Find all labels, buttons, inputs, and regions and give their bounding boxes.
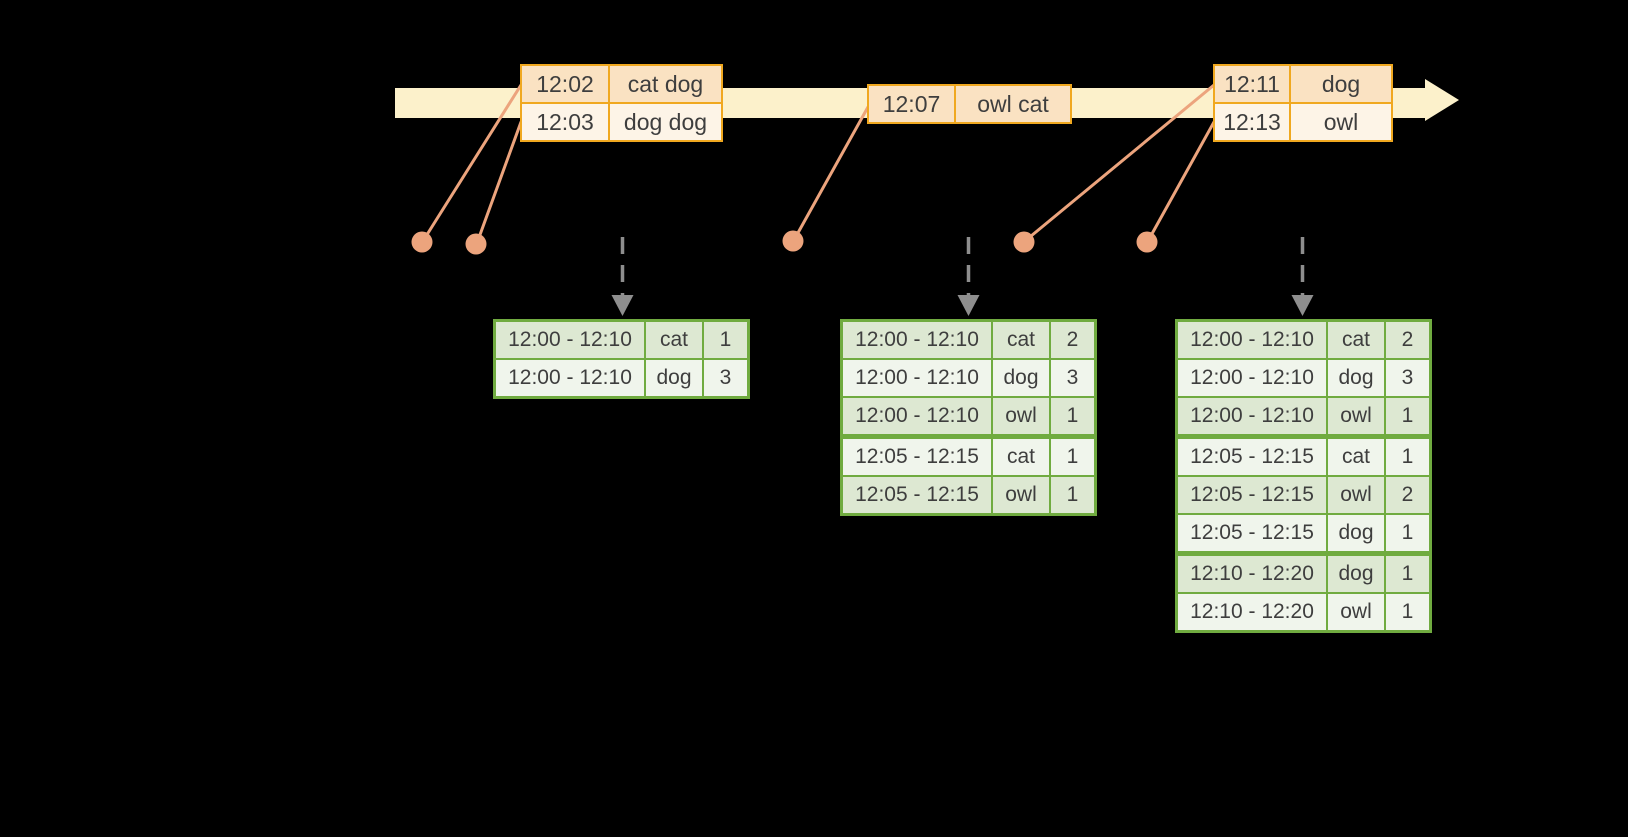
event-time-cell: 12:02 [522, 66, 608, 102]
event-time-cell: 12:13 [1215, 104, 1289, 140]
result-window-cell: 12:00 - 12:10 [843, 398, 991, 434]
result-window-cell: 12:00 - 12:10 [843, 322, 991, 358]
event-dot [782, 230, 804, 252]
result-count-cell: 1 [1386, 439, 1429, 475]
result-window-cell: 12:00 - 12:10 [1178, 322, 1326, 358]
result-word-cell: dog [993, 360, 1049, 396]
result-count-cell: 2 [1386, 477, 1429, 513]
result-count-cell: 1 [1051, 398, 1094, 434]
event-time-cell: 12:03 [522, 104, 608, 140]
result-window-cell: 12:10 - 12:20 [1178, 556, 1326, 592]
result-count-cell: 2 [1051, 322, 1094, 358]
event-dot [411, 231, 433, 253]
event-time-cell: 12:07 [869, 86, 954, 122]
event-words-cell: owl [1291, 104, 1391, 140]
event-words-cell: cat dog [610, 66, 721, 102]
result-count-cell: 1 [1386, 556, 1429, 592]
event-words-cell: dog [1291, 66, 1391, 102]
result-word-cell: dog [1328, 360, 1384, 396]
event-dot [1136, 231, 1158, 253]
connector-line [792, 105, 870, 242]
result-count-cell: 1 [1386, 594, 1429, 630]
result-window-cell: 12:05 - 12:15 [843, 439, 991, 475]
result-window-cell: 12:00 - 12:10 [1178, 398, 1326, 434]
result-word-cell: dog [646, 360, 702, 396]
result-window-cell: 12:00 - 12:10 [843, 360, 991, 396]
result-window-cell: 12:10 - 12:20 [1178, 594, 1326, 630]
result-window-cell: 12:05 - 12:15 [1178, 439, 1326, 475]
result-word-cell: owl [1328, 594, 1384, 630]
result-count-cell: 2 [1386, 322, 1429, 358]
emit-arrowhead-icon [957, 295, 980, 316]
result-window-cell: 12:00 - 12:10 [1178, 360, 1326, 396]
result-window-cell: 12:05 - 12:15 [843, 477, 991, 513]
result-word-cell: cat [993, 322, 1049, 358]
connector-line [421, 83, 523, 243]
result-word-cell: dog [1328, 515, 1384, 551]
timeline-arrowhead-icon [1425, 79, 1459, 121]
result-count-cell: 3 [1386, 360, 1429, 396]
connector-line [1146, 120, 1216, 243]
event-time-cell: 12:11 [1215, 66, 1289, 102]
event-words-cell: owl cat [956, 86, 1070, 122]
result-window-cell: 12:05 - 12:15 [1178, 515, 1326, 551]
result-window-cell: 12:05 - 12:15 [1178, 477, 1326, 513]
result-count-cell: 1 [1386, 398, 1429, 434]
result-count-cell: 3 [1051, 360, 1094, 396]
result-word-cell: owl [1328, 398, 1384, 434]
result-word-cell: cat [1328, 439, 1384, 475]
connector-line [1023, 83, 1216, 243]
event-dot [465, 233, 487, 255]
result-word-cell: owl [993, 398, 1049, 434]
result-word-cell: cat [993, 439, 1049, 475]
result-count-cell: 1 [1386, 515, 1429, 551]
result-word-cell: cat [646, 322, 702, 358]
result-window-cell: 12:00 - 12:10 [496, 360, 644, 396]
result-count-cell: 3 [704, 360, 747, 396]
result-word-cell: dog [1328, 556, 1384, 592]
event-words-cell: dog dog [610, 104, 721, 140]
emit-arrowhead-icon [611, 295, 634, 316]
result-count-cell: 1 [1051, 439, 1094, 475]
result-word-cell: cat [1328, 322, 1384, 358]
connector-line [475, 120, 523, 245]
event-dot [1013, 231, 1035, 253]
result-count-cell: 1 [1051, 477, 1094, 513]
result-window-cell: 12:00 - 12:10 [496, 322, 644, 358]
result-word-cell: owl [1328, 477, 1384, 513]
emit-arrowhead-icon [1291, 295, 1314, 316]
result-word-cell: owl [993, 477, 1049, 513]
result-count-cell: 1 [704, 322, 747, 358]
